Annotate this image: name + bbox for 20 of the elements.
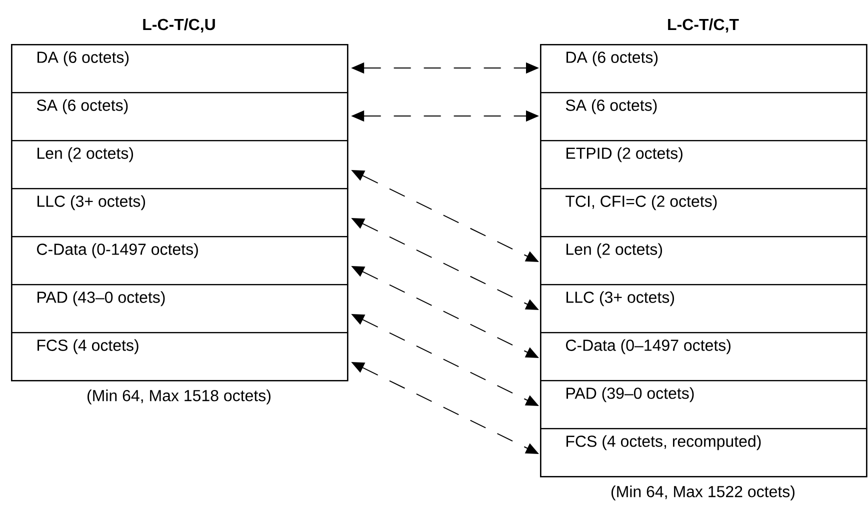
field-row: Len (2 octets) [11,140,348,190]
field-row: PAD (39–0 octets) [540,380,868,430]
field-row: LLC (3+ octets) [11,188,348,238]
field-row: LLC (3+ octets) [540,284,868,334]
field-row: DA (6 octets) [11,44,348,94]
field-row: TCI, CFI=C (2 octets) [540,188,868,238]
field-row: C-Data (0-1497 octets) [11,236,348,286]
field-row: ETPID (2 octets) [540,140,868,190]
field-row: C-Data (0–1497 octets) [540,332,868,382]
field-row: PAD (43–0 octets) [11,284,348,334]
field-row: Len (2 octets) [540,236,868,286]
frame-title: L-C-T/C,U [143,18,215,32]
field-row: FCS (4 octets, recomputed) [540,428,868,478]
field-row: SA (6 octets) [540,92,868,142]
field-row: SA (6 octets) [11,92,348,142]
field-row: FCS (4 octets) [11,332,348,382]
frame-title: L-C-T/C,T [668,18,739,32]
size-caption: (Min 64, Max 1518 octets) [88,390,270,404]
field-row: DA (6 octets) [540,44,868,94]
size-caption: (Min 64, Max 1522 octets) [612,486,794,500]
